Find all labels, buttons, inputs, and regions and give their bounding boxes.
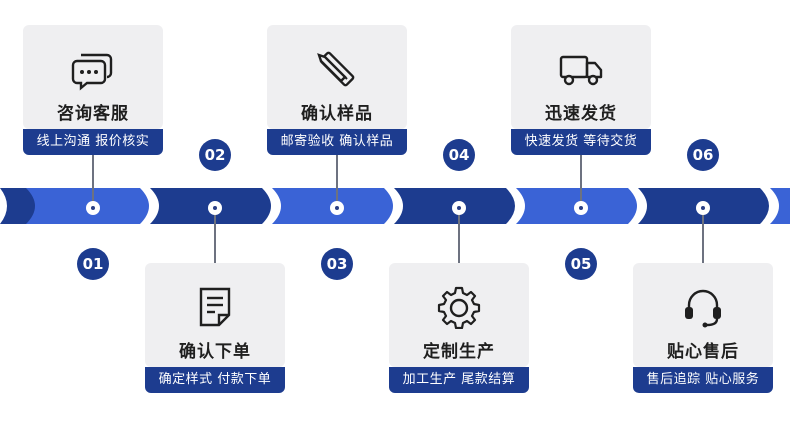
step-3-subtitle: 邮寄验收 确认样品	[267, 129, 407, 155]
step-2-connector	[214, 215, 216, 263]
step-2-dot	[208, 201, 222, 215]
step-5-dot	[574, 201, 588, 215]
step-6-subtitle: 售后追踪 贴心服务	[633, 367, 773, 393]
step-4-dot	[452, 201, 466, 215]
step-1-subtitle: 线上沟通 报价核实	[23, 129, 163, 155]
step-4-title: 定制生产	[423, 342, 495, 362]
step-1-number: 01	[77, 248, 109, 280]
step-2-number: 02	[199, 139, 231, 171]
step-6-connector	[702, 215, 704, 263]
step-3-number: 03	[321, 248, 353, 280]
timeline-band	[0, 188, 790, 224]
step-5-title: 迅速发货	[545, 104, 617, 124]
step-6-dot	[696, 201, 710, 215]
step-1-connector	[92, 155, 94, 201]
step-3-connector	[336, 155, 338, 201]
step-5-card: 迅速发货	[511, 25, 651, 129]
step-6-number: 06	[687, 139, 719, 171]
gear-icon	[437, 286, 481, 329]
step-6-title: 贴心售后	[667, 342, 739, 362]
step-3-dot	[330, 201, 344, 215]
step-2-card: 确认下单	[145, 263, 285, 367]
step-6-card: 贴心售后	[633, 263, 773, 367]
step-1-card: 咨询客服	[23, 25, 163, 129]
timeline-segment-8	[770, 188, 790, 224]
step-5-subtitle: 快速发货 等待交货	[511, 129, 651, 155]
step-3-title: 确认样品	[301, 104, 373, 124]
step-2-subtitle: 确定样式 付款下单	[145, 367, 285, 393]
chat-bubbles-icon	[71, 53, 113, 91]
step-1-title: 咨询客服	[57, 104, 129, 124]
step-1-dot	[86, 201, 100, 215]
document-order-icon	[199, 287, 231, 327]
step-4-card: 定制生产	[389, 263, 529, 367]
step-5-connector	[580, 155, 582, 201]
step-4-subtitle: 加工生产 尾款结算	[389, 367, 529, 393]
step-5-number: 05	[565, 248, 597, 280]
pencil-ruler-icon	[317, 51, 355, 87]
headset-icon	[685, 289, 721, 328]
delivery-truck-icon	[559, 55, 603, 86]
step-2-title: 确认下单	[179, 342, 251, 362]
step-4-connector	[458, 215, 460, 263]
step-3-card: 确认样品	[267, 25, 407, 129]
step-4-number: 04	[443, 139, 475, 171]
